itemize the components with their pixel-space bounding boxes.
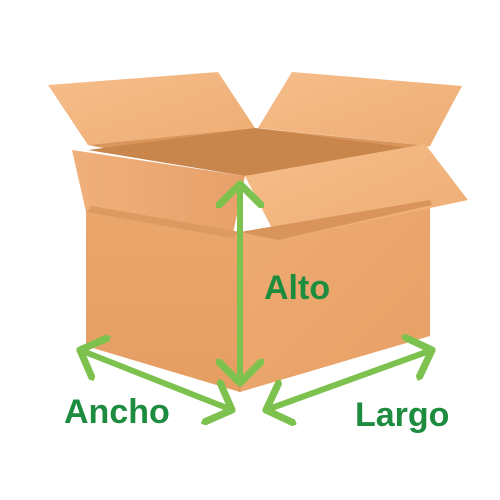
front-right-flap-fold <box>240 200 432 240</box>
back-right-flap <box>258 72 462 146</box>
width-arrow <box>80 350 232 410</box>
front-left-flap-fold <box>86 206 240 238</box>
length-label: Largo <box>355 396 450 434</box>
front-right-flap <box>245 144 468 240</box>
height-label: Alto <box>264 269 331 307</box>
box-front-face <box>86 212 240 392</box>
length-arrow <box>266 350 432 410</box>
box-interior <box>88 128 425 176</box>
back-left-flap <box>48 72 255 145</box>
width-label: Ancho <box>64 393 170 431</box>
